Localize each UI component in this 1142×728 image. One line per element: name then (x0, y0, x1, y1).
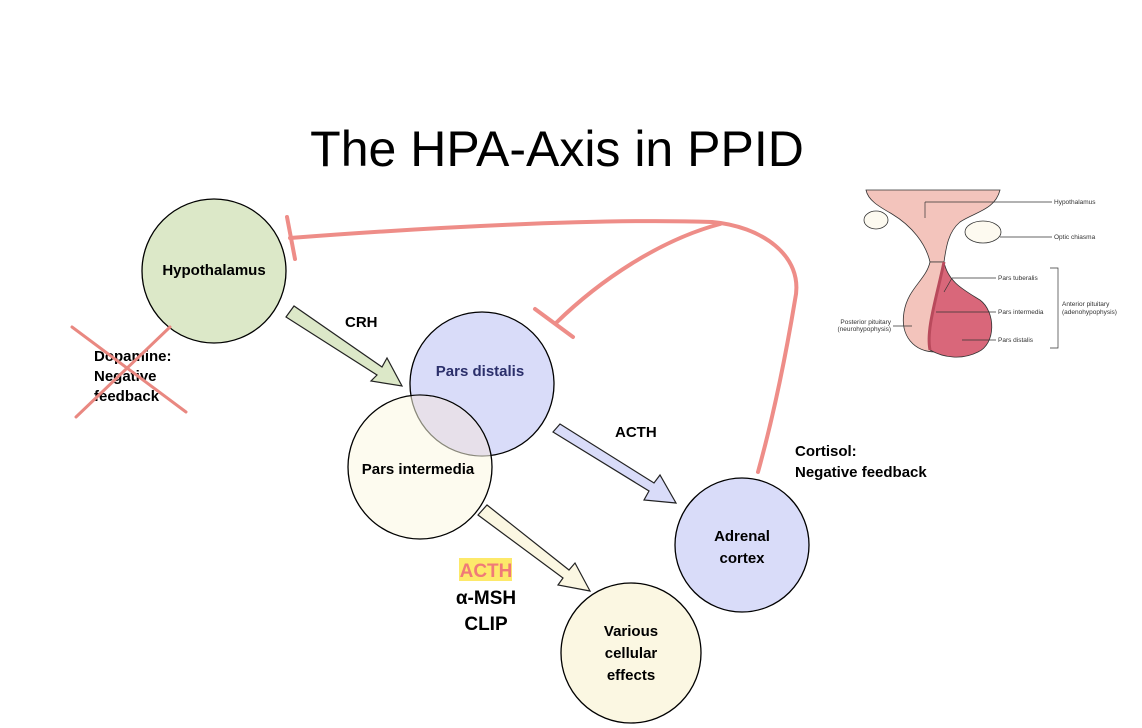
cortisol-label-2: Negative feedback (795, 464, 927, 481)
anatomy-label-pars-intermedia: Pars intermedia (998, 309, 1044, 316)
crh-arrow (285, 305, 404, 387)
hypothalamus-node: Hypothalamus (141, 198, 287, 344)
dopamine-label-3: feedback (94, 388, 160, 405)
pituitary-inhibit-bar (533, 307, 575, 339)
various-effects-label-2: cellular (605, 645, 658, 662)
adrenal-cortex-label-2: cortex (719, 550, 765, 567)
crh-label: CRH (345, 314, 378, 331)
products-arrow (477, 504, 592, 592)
hypothalamus-circle (141, 198, 287, 344)
product-msh: α-MSH (456, 588, 516, 609)
various-effects-label-3: effects (607, 667, 655, 684)
anatomy-label-anterior-1: Anterior pituitary (1062, 301, 1110, 308)
adrenal-cortex-node: Adrenal cortex (674, 477, 810, 613)
adrenal-cortex-circle (674, 477, 810, 613)
cortisol-feedback-line (288, 219, 799, 474)
anatomy-label-posterior-2: (neurohypophysis) (838, 326, 891, 333)
product-acth: ACTH (460, 561, 513, 582)
anatomy-label-pars-distalis: Pars distalis (998, 337, 1034, 344)
pituitary-feedback-line (554, 222, 722, 325)
pituitary-overlap (412, 395, 490, 456)
dopamine-cross-icon (70, 325, 188, 419)
pituitary-anatomy-illustration: Hypothalamus Optic chiasma Pars tuberali… (838, 189, 1117, 358)
dopamine-feedback: Dopamine: Negative feedback (70, 325, 188, 419)
anatomy-optic-chiasma (964, 220, 1002, 244)
adrenal-cortex-label-1: Adrenal (714, 528, 770, 545)
arrows (285, 305, 678, 592)
hypothalamus-label: Hypothalamus (162, 262, 265, 279)
various-effects-circle (560, 582, 702, 724)
cortisol-label-1: Cortisol: (795, 443, 857, 460)
acth-arrow-adrenal (552, 423, 678, 504)
anatomy-label-pars-tuberalis: Pars tuberalis (998, 275, 1038, 282)
anatomy-pars-intermedia (927, 261, 946, 351)
anatomy-pointer-lines (893, 201, 1059, 349)
feedback-lines (285, 215, 799, 474)
various-effects-node: Various cellular effects (560, 582, 702, 724)
acth-highlight (459, 558, 512, 581)
pars-intermedia-label: Pars intermedia (362, 461, 475, 478)
pars-distalis-label: Pars distalis (436, 363, 524, 380)
dopamine-label-1: Dopamine: (94, 348, 172, 365)
hypothalamus-inhibit-bar (285, 215, 297, 261)
anatomy-label-optic-chiasma: Optic chiasma (1054, 234, 1096, 241)
product-clip: CLIP (464, 614, 508, 635)
anatomy-label-hypothalamus: Hypothalamus (1054, 199, 1096, 206)
diagram-title: The HPA-Axis in PPID (310, 121, 804, 177)
products-list: ACTH α-MSH CLIP (456, 558, 516, 635)
various-effects-label-1: Various (604, 623, 658, 640)
anatomy-left-bulb (863, 210, 889, 230)
dopamine-label-2: Negative (94, 368, 157, 385)
acth-label: ACTH (615, 424, 657, 441)
anatomy-label-anterior-2: (adenohypophysis) (1062, 309, 1117, 316)
anatomy-label-posterior-1: Posterior pituitary (840, 319, 891, 326)
